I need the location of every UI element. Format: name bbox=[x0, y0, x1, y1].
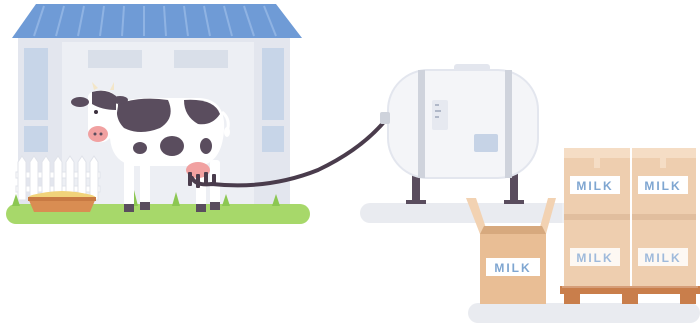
pallet-ground-shadow bbox=[468, 303, 700, 323]
svg-text:MILK: MILK bbox=[576, 179, 613, 193]
stack-label-top-left: MILK bbox=[570, 176, 620, 194]
stacked-boxes bbox=[562, 146, 698, 288]
milk-tank-icon bbox=[380, 64, 538, 204]
svg-text:MILK: MILK bbox=[576, 251, 613, 265]
pallet-icon bbox=[560, 286, 700, 304]
svg-text:MILK: MILK bbox=[644, 179, 681, 193]
open-box-label: MILK bbox=[486, 258, 540, 276]
svg-text:MILK: MILK bbox=[644, 251, 681, 265]
stack-label-top-right: MILK bbox=[638, 176, 688, 194]
stack-label-bottom-right: MILK bbox=[638, 248, 688, 266]
stack-label-bottom-left: MILK bbox=[570, 248, 620, 266]
hay-trough-icon bbox=[28, 191, 96, 212]
svg-text:MILK: MILK bbox=[494, 261, 531, 275]
